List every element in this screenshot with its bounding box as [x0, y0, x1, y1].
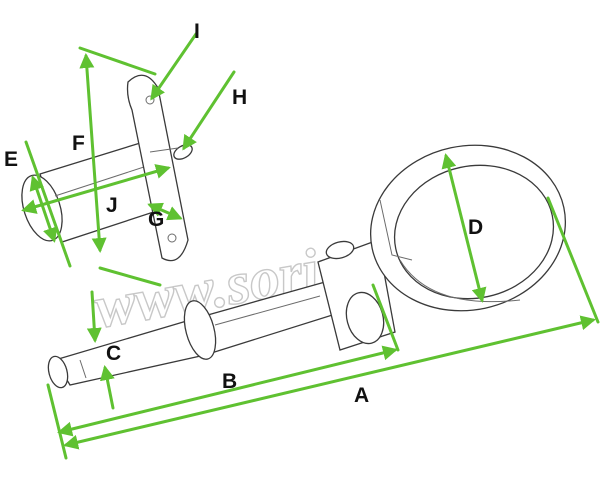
dim-H-leader	[182, 70, 236, 151]
bolt-top	[325, 240, 355, 260]
dim-A-ext-right	[546, 196, 600, 324]
label-J: J	[106, 194, 118, 217]
rear-tab	[173, 144, 193, 160]
dimension-labels: A B C D E F G H I J	[4, 20, 483, 407]
label-F: F	[72, 132, 85, 155]
flange-hole-bottom	[167, 233, 177, 243]
label-H: H	[232, 86, 247, 109]
dim-C-lower	[99, 365, 115, 410]
dim-F-line	[79, 53, 107, 253]
dim-C-upper	[86, 290, 102, 343]
label-E: E	[4, 148, 18, 171]
label-A: A	[354, 384, 369, 407]
dimension-lines	[21, 32, 600, 460]
dim-J-line	[21, 164, 171, 214]
dim-F-ext-bottom	[98, 266, 162, 287]
label-G: G	[148, 208, 164, 231]
dim-I-leader	[150, 32, 198, 101]
dim-F-ext-top	[78, 46, 157, 76]
pin-shaft-rear	[149, 147, 179, 153]
ring-ear	[379, 199, 413, 261]
dim-D-line	[441, 153, 487, 303]
dim-B-line	[57, 345, 398, 437]
label-B: B	[222, 370, 237, 393]
label-I: I	[194, 20, 200, 43]
label-D: D	[468, 216, 483, 239]
dim-B-ext-right	[371, 283, 400, 352]
dim-A-ext-left	[46, 383, 68, 460]
label-C: C	[106, 342, 121, 365]
